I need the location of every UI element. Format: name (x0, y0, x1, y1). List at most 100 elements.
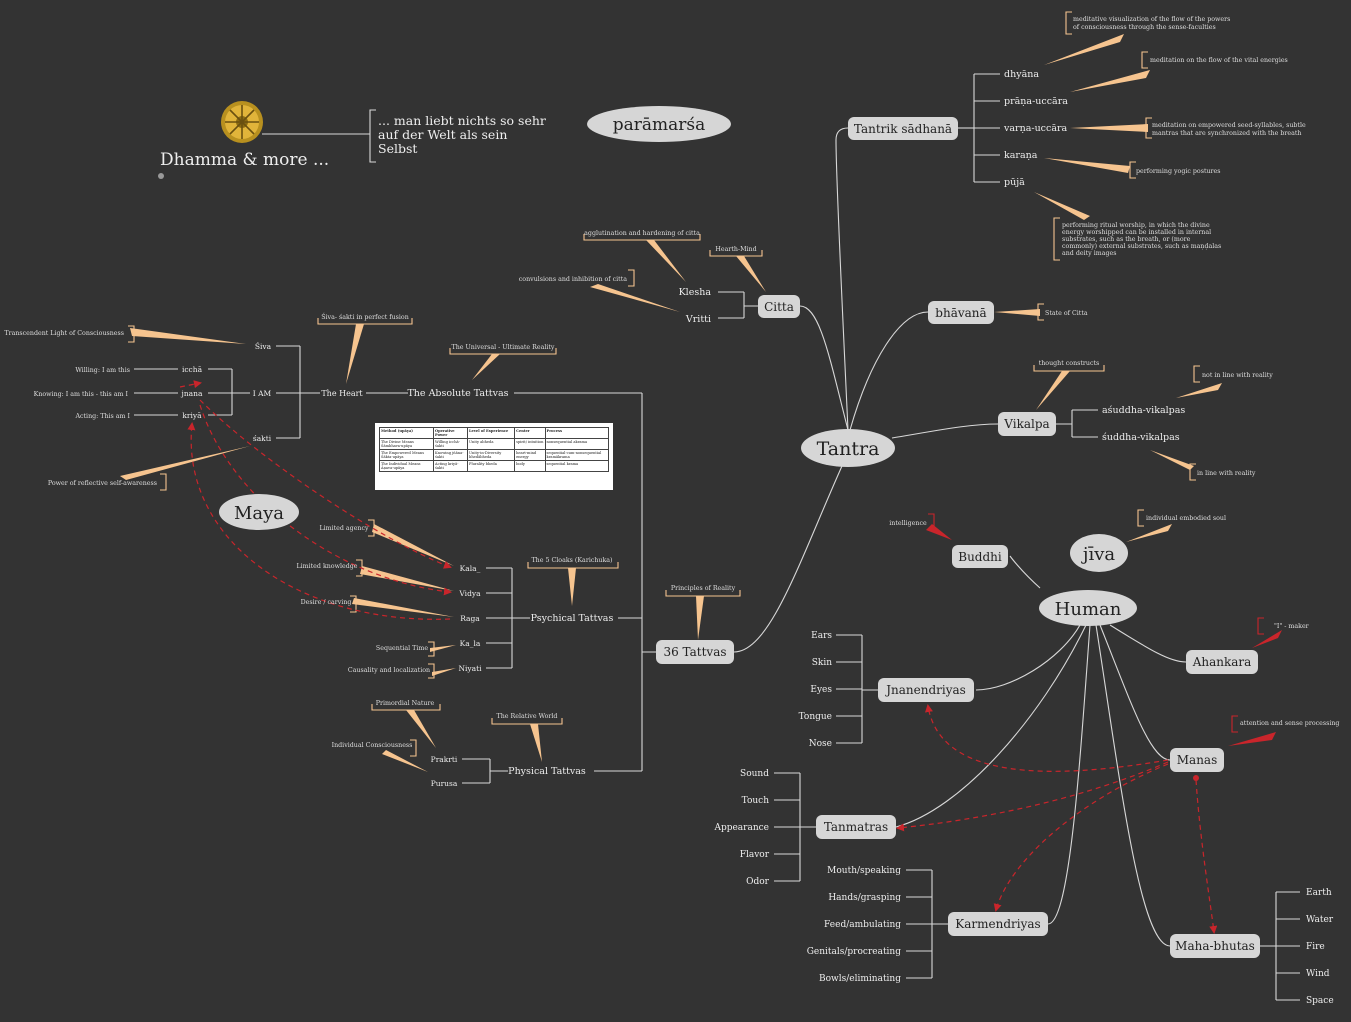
ellipse-paramarsa[interactable]: parāmarśa (587, 106, 731, 142)
note-reflective: Power of reflective self-awareness (48, 480, 157, 487)
sadhana-item[interactable]: dhyāna (1004, 69, 1039, 80)
element-item[interactable]: Wind (1306, 969, 1330, 979)
node-karmendriyas[interactable]: Karmendriyas (948, 912, 1048, 936)
note-transcendent: Transcendent Light of Consciousness (4, 330, 124, 337)
i-am[interactable]: I AM (253, 389, 272, 398)
node-bhavana[interactable]: bhāvanā (928, 301, 994, 324)
vikalpa-item-asuddha[interactable]: aśuddha-vikalpas (1102, 405, 1185, 416)
note-line: meditative visualization of the flow of … (1073, 16, 1230, 23)
karmendriya-item[interactable]: Mouth/speaking (827, 866, 901, 876)
sadhana-item[interactable]: pūjā (1004, 177, 1025, 188)
ellipse-label: Human (1055, 599, 1122, 620)
note-line: meditation on the flow of the vital ener… (1150, 57, 1288, 64)
purusa[interactable]: Purusa (431, 779, 458, 788)
note-line: and deity images (1062, 250, 1116, 257)
node-buddhi[interactable]: Buddhi (952, 545, 1008, 568)
upaya-table-image: Method (upāya) Operative Power Level of … (375, 423, 613, 490)
note-principles: Principles of Reality (671, 585, 736, 592)
element-item[interactable]: Space (1306, 996, 1334, 1006)
tanmatra-item[interactable]: Sound (740, 769, 769, 779)
node-tantrik-sadhana[interactable]: Tantrik sādhanā (848, 117, 958, 140)
vidya[interactable]: Vidya (458, 589, 481, 598)
note-universal: The Universal - Ultimate Reality (452, 344, 555, 351)
tanmatra-item[interactable]: Odor (746, 877, 770, 887)
karmendriya-item[interactable]: Bowls/eliminating (819, 974, 901, 984)
note-line: performing yogic postures (1136, 168, 1221, 175)
node-36-tattvas[interactable]: 36 Tattvas (656, 640, 734, 664)
karmendriya-item[interactable]: Feed/ambulating (824, 920, 901, 930)
raga[interactable]: Raga (460, 614, 480, 623)
note-primordial: Primordial Nature (376, 700, 435, 707)
table-cell: body (514, 460, 546, 472)
note-fusion: Śiva- śakti in perfect fusion (321, 313, 409, 321)
ellipse-tantra[interactable]: Tantra (801, 429, 895, 467)
table-cell: Willing icchā-śakti (433, 438, 469, 450)
sadhana-item[interactable]: varṇa-uccāra (1003, 123, 1068, 134)
note-line: meditation on empowered seed-syllables, … (1152, 122, 1306, 129)
note-sequential-time: Sequential Time (376, 645, 428, 652)
note-thought: thought constructs (1039, 360, 1100, 367)
sadhana-item[interactable]: karaṇa (1004, 150, 1038, 161)
node-jnanendriyas[interactable]: Jnanendriyas (878, 678, 974, 702)
note-attention: attention and sense processing (1240, 720, 1339, 727)
ellipse-human[interactable]: Human (1039, 590, 1137, 626)
siva[interactable]: Śiva (255, 342, 272, 351)
kriya[interactable]: kriyā (182, 411, 202, 420)
upaya-table: Method (upāya) Operative Power Level of … (378, 427, 610, 472)
node-label: Tanmatras (824, 820, 888, 834)
table-row: The Individual Means Āṇava-upāya Acting … (378, 460, 610, 472)
tanmatra-item[interactable]: Touch (742, 796, 770, 806)
sense-item[interactable]: Skin (812, 658, 832, 668)
element-item[interactable]: Fire (1306, 942, 1325, 952)
small-dot-icon (158, 173, 164, 179)
absolute-tattvas[interactable]: The Absolute Tattvas (407, 388, 508, 399)
physical-tattvas[interactable]: Physical Tattvas (508, 766, 586, 777)
tanmatra-item[interactable]: Flavor (740, 850, 770, 860)
jnana[interactable]: jnana (181, 389, 203, 398)
note-intelligence: intelligence (889, 520, 927, 527)
iccha[interactable]: icchā (182, 365, 203, 374)
node-maha-bhutas[interactable]: Maha-bhutas (1170, 934, 1260, 958)
tanmatra-item[interactable]: Appearance (713, 823, 769, 833)
kala-2[interactable]: Ka_la (460, 639, 481, 648)
node-label: Citta (764, 300, 794, 314)
citta-item-klesha[interactable]: Klesha (679, 287, 712, 298)
sense-item[interactable]: Nose (809, 739, 832, 749)
bhavana-note: State of Citta (1045, 310, 1088, 317)
sense-item[interactable]: Ears (811, 631, 832, 641)
table-cell: Knowing jñāna-śakti (433, 449, 469, 461)
karmendriya-item[interactable]: Genitals/procreating (807, 947, 902, 957)
sadhana-item[interactable]: prāṇa-uccāra (1004, 96, 1068, 107)
quote-text: ... man liebt nichts so sehr auf der Wel… (378, 113, 546, 156)
ellipse-label: parāmarśa (613, 115, 706, 135)
kala-1[interactable]: Kala_ (460, 564, 481, 573)
node-ahankara[interactable]: Ahankara (1186, 650, 1258, 674)
ellipse-maya[interactable]: Maya (219, 494, 299, 530)
vikalpa-item-suddha[interactable]: śuddha-vikalpas (1102, 432, 1180, 443)
prakrti[interactable]: Prakrti (431, 755, 458, 764)
note-line: commonly) external substrates, such as m… (1062, 243, 1221, 250)
table-header: Process (544, 427, 610, 439)
sense-item[interactable]: Tongue (799, 712, 832, 722)
table-header: Operative Power (433, 427, 469, 439)
note-line: mantras that are synchronized with the b… (1152, 130, 1301, 137)
niyati[interactable]: Niyati (458, 664, 482, 673)
sense-item[interactable]: Eyes (810, 685, 832, 695)
node-manas[interactable]: Manas (1170, 748, 1224, 772)
node-vikalpa[interactable]: Vikalpa (998, 412, 1056, 436)
table-cell: The Individual Means Āṇava-upāya (378, 460, 435, 472)
citta-item-vritti[interactable]: Vritti (685, 314, 711, 325)
element-item[interactable]: Earth (1306, 888, 1332, 898)
psychical-tattvas[interactable]: Psychical Tattvas (531, 613, 614, 624)
callouts (120, 11, 1222, 772)
ellipse-jiva[interactable]: jīva (1070, 534, 1128, 572)
the-heart[interactable]: The Heart (321, 389, 363, 398)
table-cell: Unity abheda (467, 438, 516, 450)
node-citta[interactable]: Citta (758, 295, 800, 318)
sakti[interactable]: śakti (253, 434, 272, 443)
element-item[interactable]: Water (1306, 915, 1334, 925)
note-hearth-mind: Hearth-Mind (715, 246, 756, 253)
node-tanmatras[interactable]: Tanmatras (816, 815, 896, 839)
karmendriya-item[interactable]: Hands/grasping (828, 893, 901, 903)
